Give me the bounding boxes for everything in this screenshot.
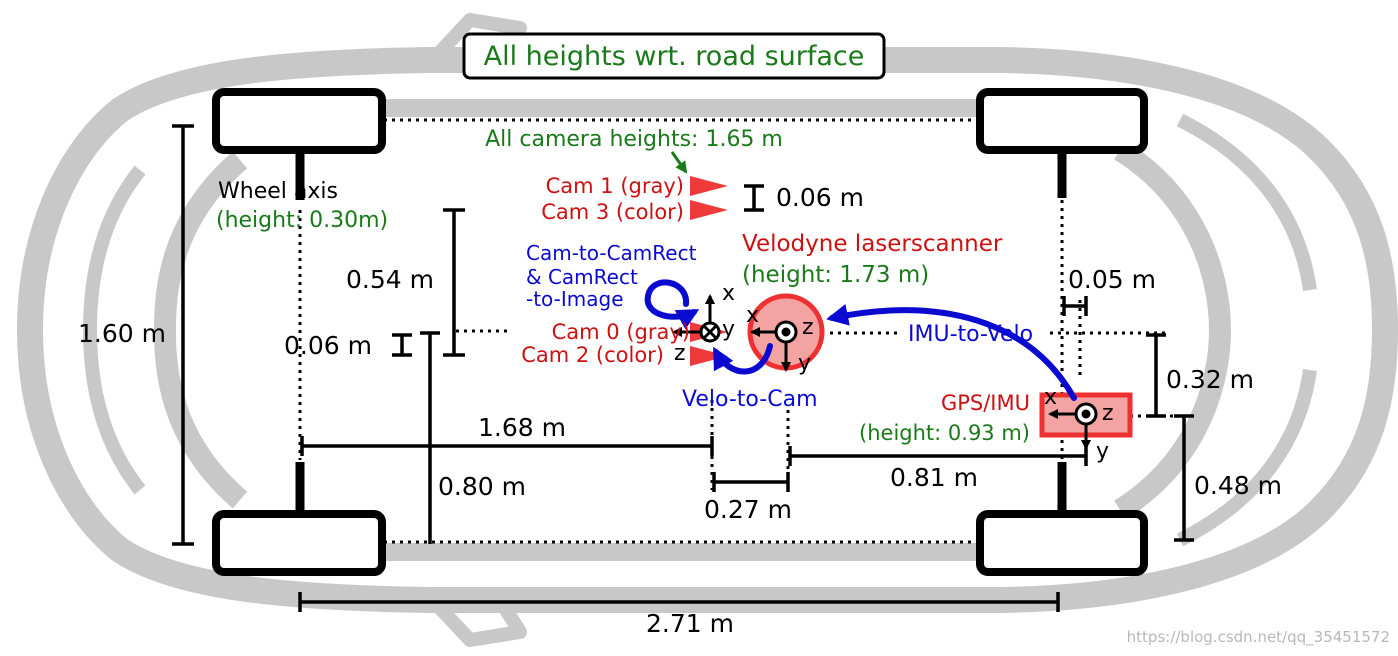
imu-axis-z: z (1102, 401, 1114, 426)
cam-3-marker (690, 200, 728, 220)
car-silhouette (17, 13, 1398, 647)
transform-arrows (644, 279, 1077, 401)
dim-032: 0.32 m (1166, 365, 1254, 394)
car-trunk-line-bottom (83, 329, 146, 495)
cam-1-marker (690, 176, 728, 196)
dim-005: 0.05 m (1068, 265, 1156, 294)
wheel-front-right (976, 510, 1148, 576)
car-hood-line-top (1176, 113, 1317, 291)
velo-to-cam-arrow (713, 343, 773, 375)
title-box-text: All heights wrt. road surface (484, 41, 865, 72)
wheel-axis-label: Wheel axis (218, 179, 338, 204)
camera-heights-label: All camera heights: 1.65 m (485, 127, 783, 152)
cam-2-marker (690, 346, 728, 366)
cam-3-label: Cam 3 (color) (541, 200, 684, 224)
camera-height-arrow (670, 151, 688, 174)
imu-axis-x: x (1044, 385, 1057, 410)
gps-imu-height: (height: 0.93 m) (859, 421, 1030, 445)
cam-rect-label-2: & CamRect (526, 265, 638, 289)
cam-axis-x: x (722, 281, 735, 306)
cam-frame (672, 294, 721, 343)
cam-rect-label-1: Cam-to-CamRect (526, 241, 697, 265)
dim-027: 0.27 m (704, 495, 792, 524)
wheel-front-left (976, 88, 1148, 154)
cam-0-label: Cam 0 (gray) (552, 320, 690, 344)
dim-cam-vertical: 0.06 m (776, 183, 864, 212)
dim-006-left: 0.06 m (284, 331, 372, 360)
watermark: https://blog.csdn.net/qq_35451572 (1127, 628, 1390, 647)
velodyne-title: Velodyne laserscanner (742, 231, 1003, 257)
cam-axis-y: y (722, 317, 735, 342)
car-body-outline (17, 47, 1398, 613)
gps-imu-title: GPS/IMU (941, 391, 1030, 415)
car-windshield-front (1114, 140, 1231, 520)
title-box (462, 32, 886, 80)
velo-axis-z: z (802, 315, 814, 340)
car-hood-line-bottom (1176, 369, 1317, 547)
dim-080: 0.80 m (438, 472, 526, 501)
dim-168: 1.68 m (478, 413, 566, 442)
velo-axis-x: x (746, 303, 759, 328)
wheel-axis-height: (height: 0.30m) (216, 208, 388, 233)
velodyne-height: (height: 1.73 m) (742, 262, 929, 288)
car-windshield-rear (154, 151, 248, 509)
cam-rect-arrow (644, 279, 700, 330)
wheel-rear-right (212, 510, 386, 576)
cam-1-label: Cam 1 (gray) (546, 174, 684, 198)
dim-048: 0.48 m (1194, 471, 1282, 500)
axle-stubs (295, 152, 1067, 512)
imu-to-velo-arrow (826, 304, 1077, 401)
velo-to-cam-label: Velo-to-Cam (682, 387, 818, 412)
car-mirror-bottom (434, 596, 527, 647)
wheel-rear-left (212, 88, 386, 154)
cam-rect-label-3: -to-Image (526, 287, 624, 311)
dim-054: 0.54 m (346, 265, 434, 294)
cameras (690, 176, 728, 366)
imu-axis-y: y (1096, 439, 1109, 464)
dim-081: 0.81 m (890, 463, 978, 492)
dimension-lines (172, 124, 1194, 612)
cam-axis-z: z (674, 341, 686, 366)
car-trunk-line-top (83, 165, 146, 331)
imu-frame (1048, 402, 1098, 450)
velo-axis-y: y (798, 351, 811, 376)
velo-frame (750, 320, 798, 372)
cam-2-label: Cam 2 (color) (521, 343, 664, 367)
wheels (212, 88, 1148, 576)
dim-160: 1.60 m (78, 319, 166, 348)
dim-271: 2.71 m (646, 609, 734, 638)
imu-to-velo-label: IMU-to-Velo (908, 322, 1033, 347)
